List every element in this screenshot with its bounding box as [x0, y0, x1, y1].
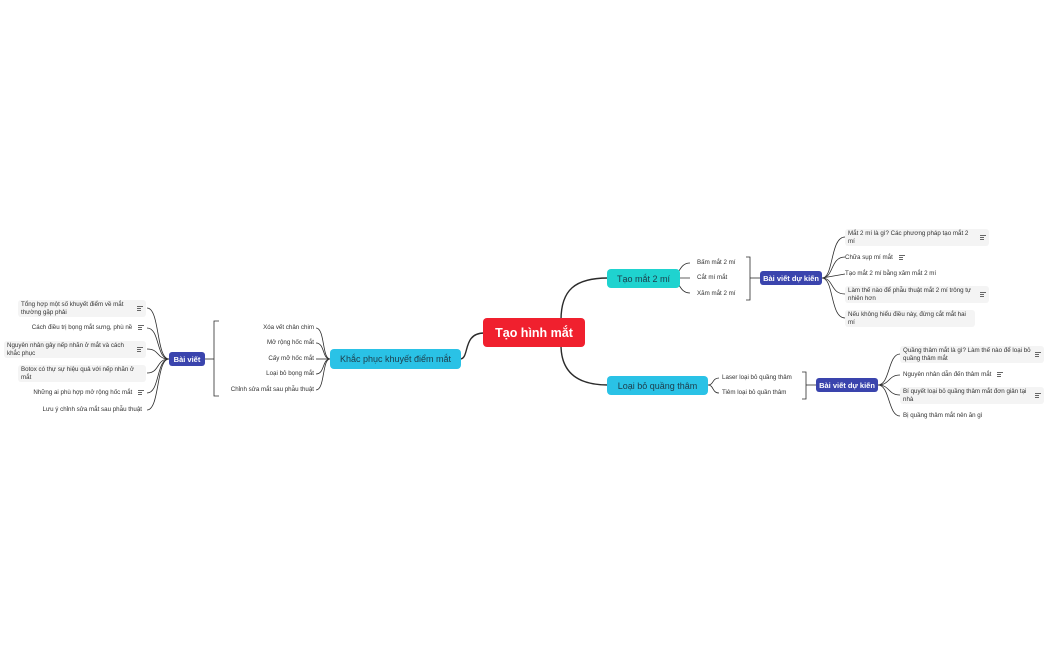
- note-icon[interactable]: [980, 292, 986, 297]
- subtopic-loai-bo-bong-mat[interactable]: Loại bỏ bọng mắt: [220, 370, 314, 378]
- subtopic-label: Chỉnh sửa mắt sau phẫu thuật: [230, 386, 314, 393]
- article-label: Lưu ý chỉnh sửa mắt sau phẫu thuật: [42, 406, 142, 413]
- subtopic-label: Cắt mí mắt: [697, 274, 728, 281]
- subtopic-cay-mo-hoc-mat[interactable]: Cấy mỡ hốc mắt: [220, 355, 314, 363]
- subtopic-chinh-sua-mat[interactable]: Chỉnh sửa mắt sau phẫu thuật: [214, 386, 314, 394]
- article-item[interactable]: Tổng hợp một số khuyết điểm về mắt thườn…: [18, 300, 146, 317]
- article-item[interactable]: Làm thế nào để phẫu thuật mắt 2 mí trông…: [845, 286, 989, 303]
- article-label: Tạo mắt 2 mí bằng xăm mắt 2 mí: [845, 270, 937, 277]
- note-icon[interactable]: [137, 347, 143, 352]
- article-item[interactable]: Lưu ý chỉnh sửa mắt sau phẫu thuật: [18, 406, 142, 414]
- root-topic[interactable]: Tạo hình mắt: [483, 318, 585, 347]
- note-icon[interactable]: [1035, 393, 1041, 398]
- subtopic-tiem[interactable]: Tiêm loại bỏ quần thâm: [722, 389, 786, 397]
- article-item[interactable]: Quầng thâm mắt là gì? Làm thế nào để loạ…: [900, 346, 1044, 363]
- article-item[interactable]: Những ai phù hợp mở rộng hốc mắt: [18, 389, 144, 397]
- article-item[interactable]: Tạo mắt 2 mí bằng xăm mắt 2 mí: [845, 270, 936, 278]
- article-label: Những ai phù hợp mở rộng hốc mắt: [33, 389, 133, 396]
- article-item[interactable]: Cách điều trị bọng mắt sưng, phù nề: [18, 324, 144, 332]
- article-label: Làm thế nào để phẫu thuật mắt 2 mí trông…: [848, 287, 972, 302]
- article-label: Mắt 2 mí là gì? Các phương pháp tạo mắt …: [848, 230, 969, 245]
- article-label: Quầng thâm mắt là gì? Làm thế nào để loạ…: [903, 347, 1031, 362]
- subtopic-label: Tiêm loại bỏ quần thâm: [722, 389, 787, 396]
- article-item[interactable]: Botox có thự sự hiệu quả với nếp nhăn ở …: [18, 365, 146, 382]
- topic-khac-phuc-label: Khắc phục khuyết điểm mắt: [339, 354, 452, 364]
- subtopic-xam-mat-2-mi[interactable]: Xăm mắt 2 mí: [697, 290, 736, 298]
- article-label: Nguyên nhân gây nếp nhăn ở mắt và cách k…: [7, 342, 124, 357]
- subtopic-mo-rong-hoc-mat[interactable]: Mở rộng hốc mắt: [220, 339, 314, 347]
- tag-label: Bài viết dự kiến: [819, 380, 875, 390]
- article-label: Nguyên nhân dẫn đến thâm mắt: [903, 371, 992, 378]
- article-item[interactable]: Nguyên nhân dẫn đến thâm mắt: [903, 371, 1004, 379]
- note-icon[interactable]: [138, 389, 144, 395]
- topic-khac-phuc-khuyet-diem-mat[interactable]: Khắc phục khuyết điểm mắt: [330, 349, 461, 369]
- article-item[interactable]: Chữa sụp mí mắt: [845, 254, 905, 262]
- tag-label: Bài viết: [173, 354, 201, 364]
- note-icon[interactable]: [137, 306, 143, 311]
- note-icon[interactable]: [1035, 352, 1041, 357]
- subtopic-label: Mở rộng hốc mắt: [266, 339, 314, 346]
- article-label: Tổng hợp một số khuyết điểm về mắt thườn…: [21, 301, 124, 316]
- subtopic-xoa-vet-chan-chim[interactable]: Xóa vết chân chim: [220, 324, 314, 332]
- note-icon[interactable]: [898, 254, 905, 260]
- subtopic-label: Bấm mắt 2 mí: [697, 259, 736, 266]
- article-label: Cách điều trị bọng mắt sưng, phù nề: [31, 324, 133, 331]
- subtopic-label: Cấy mỡ hốc mắt: [268, 355, 314, 362]
- article-item[interactable]: Bị quầng thâm mắt nên ăn gì: [903, 412, 982, 420]
- tag-bai-viet-du-kien-bottom[interactable]: Bài viết dự kiến: [816, 378, 878, 392]
- article-label: Bị quầng thâm mắt nên ăn gì: [903, 412, 983, 419]
- article-label: Bí quyết loại bỏ quầng thâm mắt đơn giản…: [903, 388, 1027, 403]
- article-item[interactable]: Nguyên nhân gây nếp nhăn ở mắt và cách k…: [4, 341, 146, 358]
- subtopic-cat-mi-mat[interactable]: Cắt mí mắt: [697, 274, 727, 282]
- note-icon[interactable]: [980, 235, 986, 240]
- topic-loai-bo-quang-tham[interactable]: Loại bỏ quầng thâm: [607, 376, 708, 395]
- article-item[interactable]: Nếu không hiểu điều này, đừng cắt mắt ha…: [845, 310, 975, 327]
- note-icon[interactable]: [997, 371, 1004, 377]
- topic-tao-mat-2-mi[interactable]: Tạo mắt 2 mí: [607, 269, 680, 288]
- tag-bai-viet-du-kien-top[interactable]: Bài viết dự kiến: [760, 271, 822, 285]
- note-icon[interactable]: [138, 324, 144, 330]
- tag-label: Bài viết dự kiến: [763, 273, 819, 283]
- topic-loai-bo-quang-tham-label: Loại bỏ quầng thâm: [617, 380, 698, 391]
- tag-bai-viet[interactable]: Bài viết: [169, 352, 205, 366]
- subtopic-bam-mat-2-mi[interactable]: Bấm mắt 2 mí: [697, 259, 736, 267]
- article-label: Botox có thự sự hiệu quả với nếp nhăn ở …: [21, 366, 135, 381]
- article-item[interactable]: Bí quyết loại bỏ quầng thâm mắt đơn giản…: [900, 387, 1044, 404]
- subtopic-label: Loại bỏ bọng mắt: [266, 370, 314, 377]
- subtopic-label: Laser loại bỏ quầng thâm: [722, 374, 792, 381]
- article-item[interactable]: Mắt 2 mí là gì? Các phương pháp tạo mắt …: [845, 229, 989, 246]
- article-label: Nếu không hiểu điều này, đừng cắt mắt ha…: [848, 311, 966, 326]
- subtopic-label: Xăm mắt 2 mí: [697, 290, 736, 297]
- subtopic-label: Xóa vết chân chim: [263, 324, 314, 331]
- topic-tao-mat-2-mi-label: Tạo mắt 2 mí: [616, 273, 670, 284]
- subtopic-laser[interactable]: Laser loại bỏ quầng thâm: [722, 374, 792, 382]
- root-topic-label: Tạo hình mắt: [495, 325, 573, 340]
- article-label: Chữa sụp mí mắt: [845, 254, 893, 261]
